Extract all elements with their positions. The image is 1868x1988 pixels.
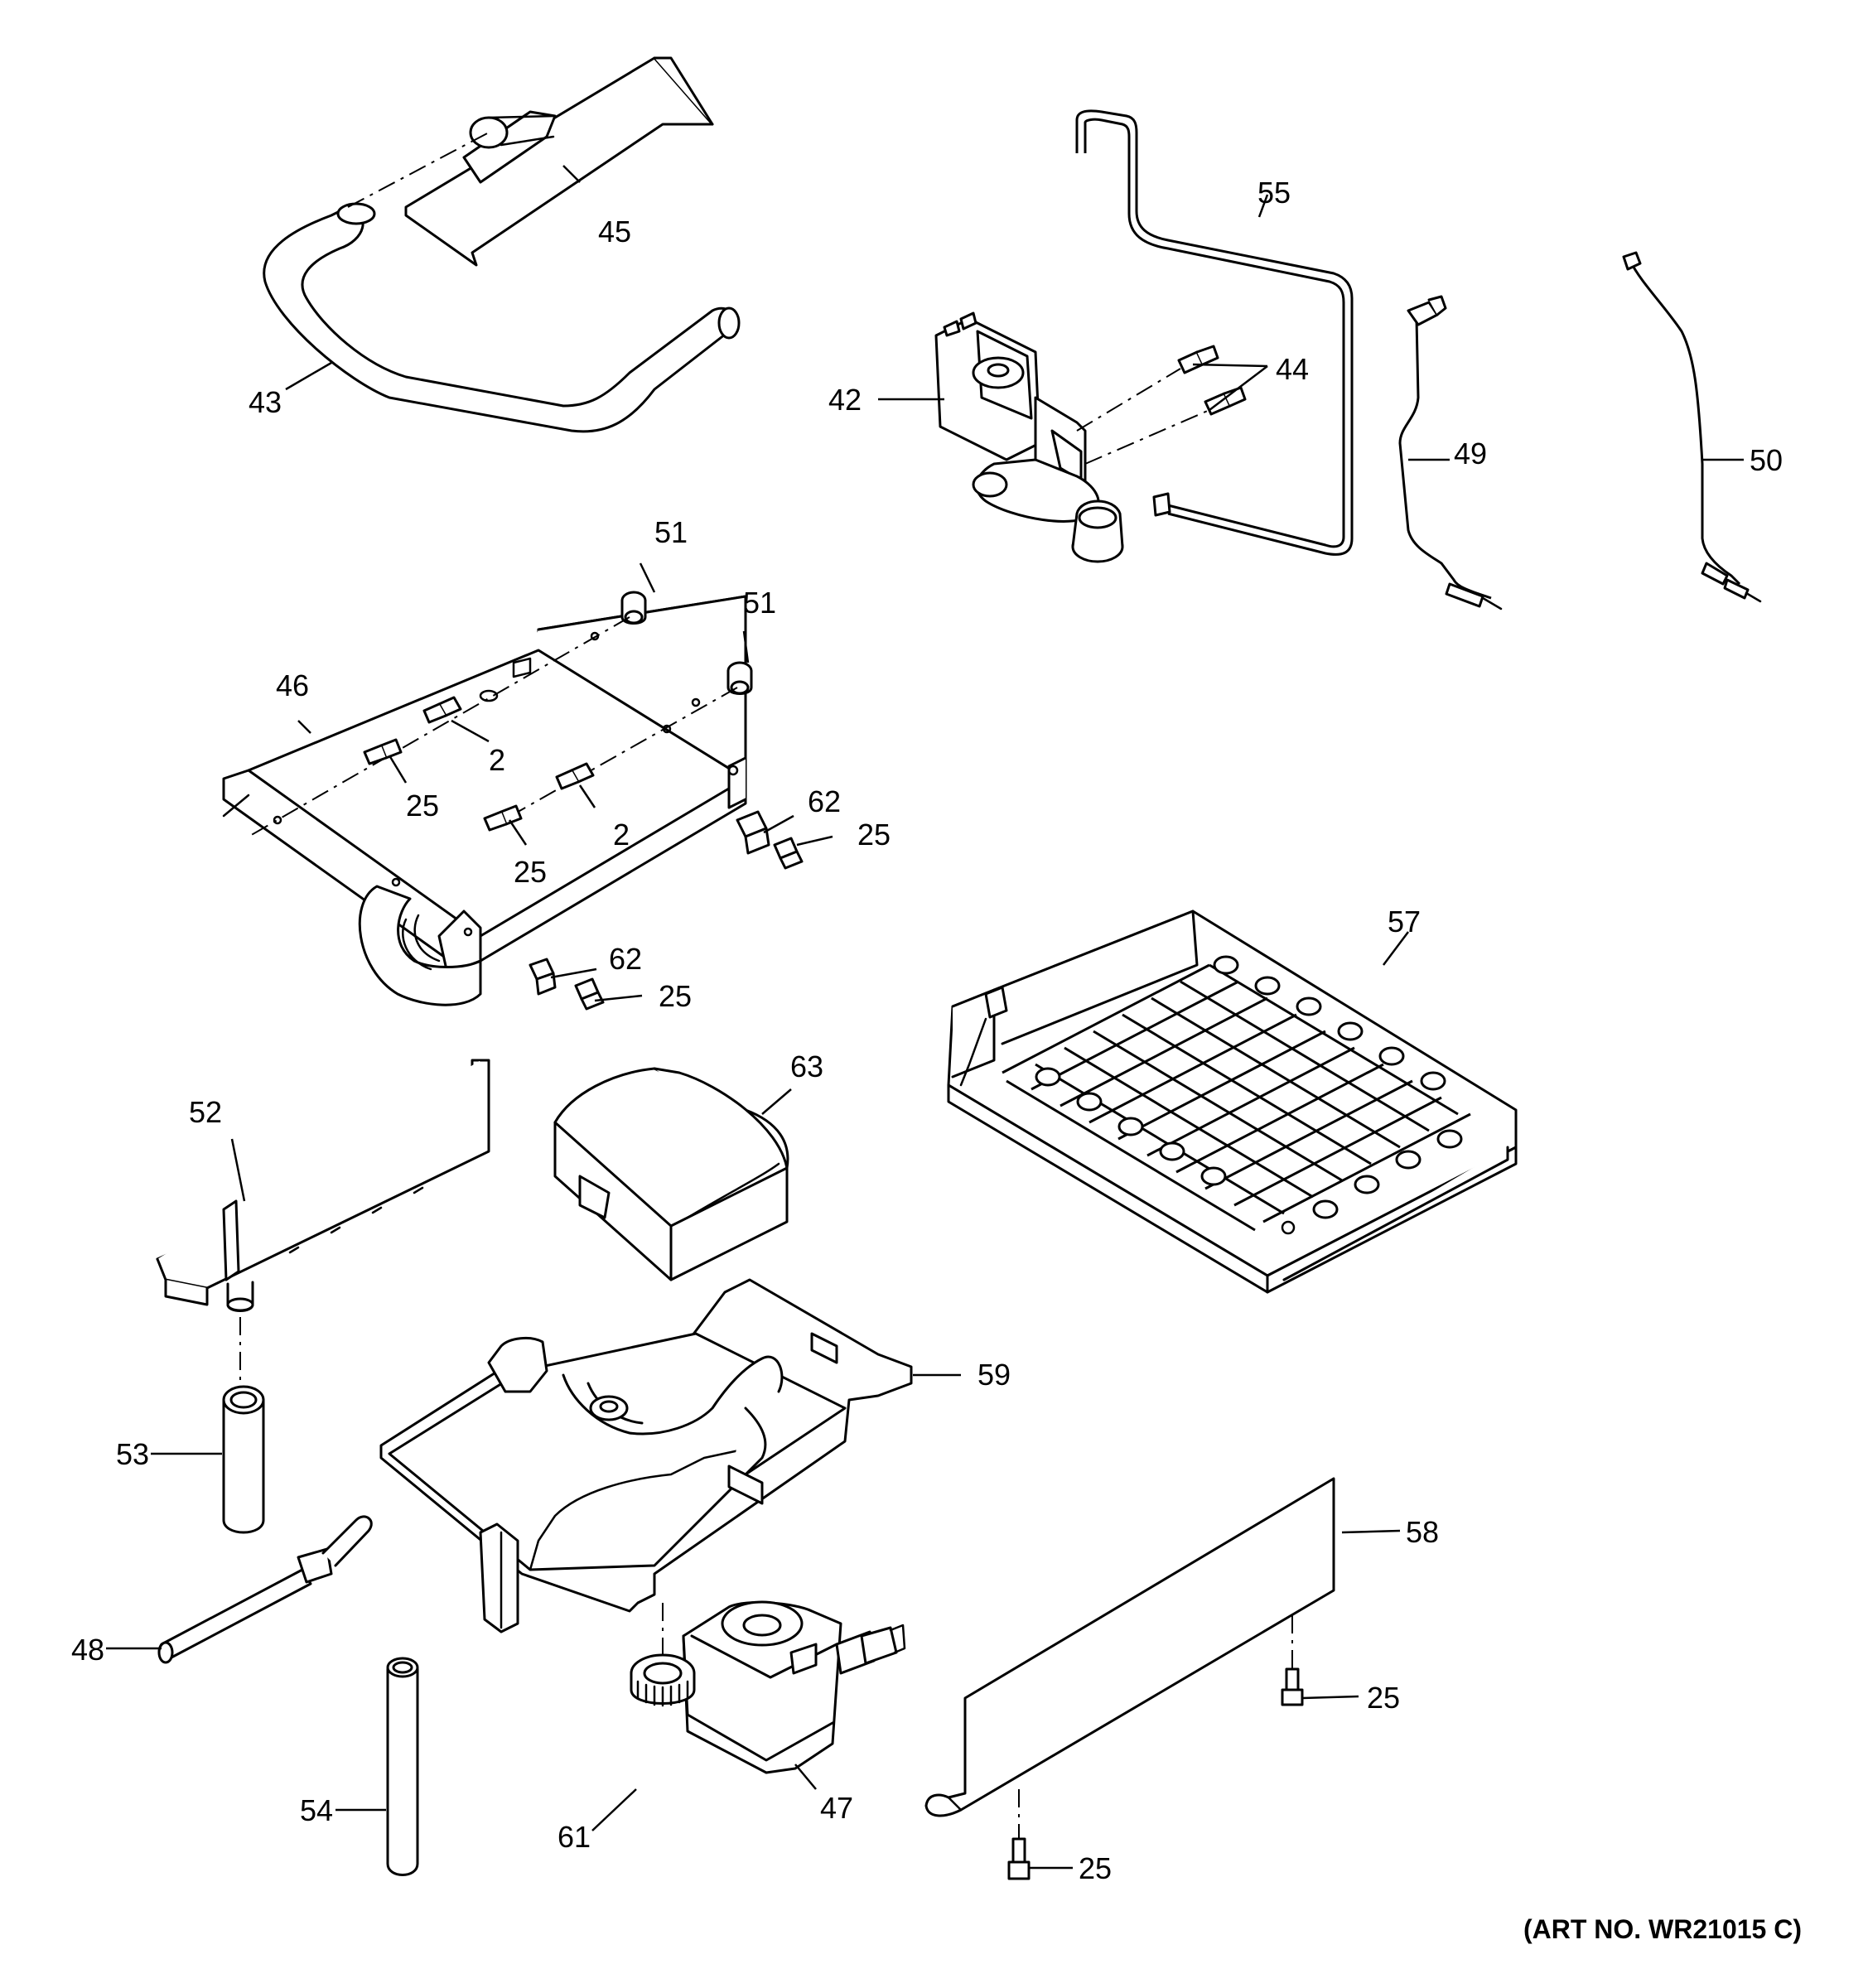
callout-2-b: 2 [613, 818, 630, 852]
part-61-nut [630, 1653, 696, 1707]
callout-61: 61 [558, 1820, 591, 1854]
part-45-bracket [404, 56, 714, 267]
screw-icon [422, 696, 462, 724]
part-53-tube [222, 1385, 265, 1534]
leader-lines [106, 165, 1744, 1870]
callout-46: 46 [276, 668, 309, 702]
part-50-wire-harness [1622, 251, 1762, 603]
part-43-fill-tube [263, 202, 741, 433]
callout-54: 54 [300, 1793, 333, 1827]
ice-maker-posts [1035, 955, 1463, 1219]
callout-63: 63 [790, 1049, 823, 1083]
callout-25-a: 25 [406, 789, 439, 823]
callout-47: 47 [820, 1791, 853, 1825]
part-55-water-tube [1075, 109, 1354, 556]
part-62-clips [529, 810, 770, 996]
screw-icon [773, 837, 804, 870]
screw-icon [574, 977, 605, 1011]
part-47-motor [682, 1600, 906, 1774]
screw-icon [1204, 386, 1247, 416]
part-54-tube [386, 1657, 419, 1876]
callout-51-a: 51 [654, 515, 688, 549]
callout-62-b: 62 [609, 942, 642, 976]
part-25-screws-bracket [363, 738, 804, 1011]
callout-57: 57 [1388, 905, 1421, 939]
part-42-water-valve [934, 311, 1124, 563]
screw-icon [1177, 345, 1219, 374]
callout-25-c: 25 [857, 818, 891, 852]
callout-59: 59 [977, 1358, 1011, 1392]
callout-25-d: 25 [659, 979, 692, 1013]
callout-52: 52 [189, 1095, 222, 1129]
screw-icon [483, 804, 523, 832]
part-25-screws-shield [1007, 1667, 1304, 1880]
part-46-mounting-bracket [222, 595, 747, 1006]
clip-icon [736, 810, 770, 855]
callout-25-b: 25 [514, 855, 547, 889]
screw-icon [555, 762, 595, 790]
screw-icon [363, 738, 403, 765]
callout-50: 50 [1750, 443, 1783, 477]
clip-icon [529, 958, 557, 996]
part-63-cover [553, 1067, 789, 1281]
callout-42: 42 [828, 383, 862, 417]
part-57-ice-maker-grid [947, 910, 1518, 1294]
grommet-icon [726, 661, 753, 695]
callout-58: 58 [1406, 1515, 1439, 1549]
callout-48: 48 [71, 1633, 104, 1667]
part-49-wire-harness [1398, 295, 1503, 610]
part-59-tray [379, 1278, 913, 1633]
part-52-trough [156, 1059, 490, 1312]
callout-53: 53 [116, 1437, 149, 1471]
part-2-screws [422, 696, 595, 790]
callout-25-e: 25 [1367, 1681, 1400, 1715]
part-48-tube [157, 1515, 373, 1664]
art-number: (ART NO. WR21015 C) [1523, 1914, 1802, 1944]
callout-44: 44 [1276, 352, 1309, 386]
callout-25-f: 25 [1079, 1851, 1112, 1885]
screw-icon [1007, 1837, 1031, 1880]
callout-2-a: 2 [489, 743, 505, 777]
callout-45: 45 [598, 215, 631, 248]
part-44-screws [1177, 345, 1247, 416]
callout-43: 43 [249, 385, 282, 419]
callout-labels: 43 45 42 44 55 49 50 51 51 46 2 2 25 25 … [71, 176, 1783, 1885]
callout-55: 55 [1257, 176, 1291, 210]
callout-49: 49 [1454, 437, 1487, 470]
callout-51-b: 51 [743, 586, 776, 620]
callout-62-a: 62 [808, 784, 841, 818]
part-58-shield [924, 1477, 1335, 1817]
screw-icon [1281, 1667, 1304, 1706]
